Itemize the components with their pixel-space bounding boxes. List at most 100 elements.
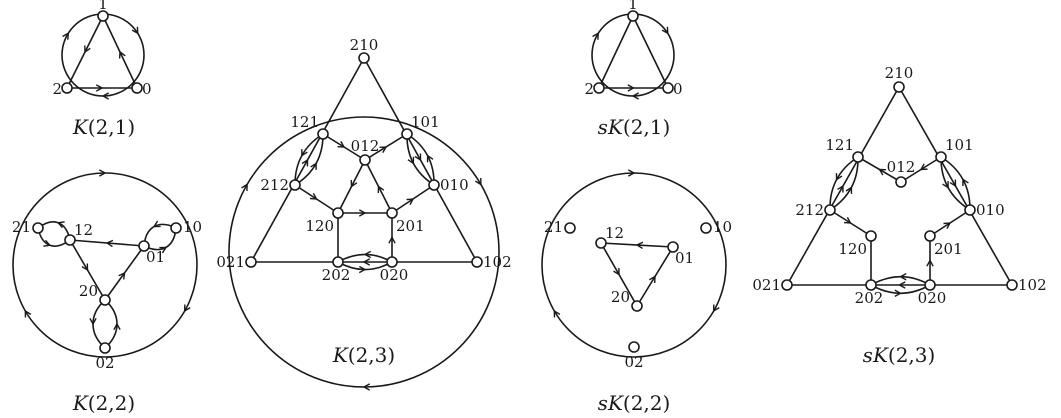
circle-arrow <box>101 92 110 100</box>
edge-arrow <box>878 168 887 176</box>
node-label: 1 <box>628 0 638 13</box>
loop-20-02 <box>92 299 106 349</box>
node-label: 021 <box>216 253 245 271</box>
curve-arrow <box>407 156 415 165</box>
curve-arrow <box>835 173 843 181</box>
node-12 <box>595 237 607 249</box>
circle-arrow <box>183 304 191 313</box>
node-121 <box>852 151 864 163</box>
node-012 <box>895 176 907 188</box>
loop-arrow <box>56 221 65 229</box>
node-2 <box>61 82 73 94</box>
edge-arrow <box>379 146 388 153</box>
caption-args: (2,3) <box>348 343 395 367</box>
edge-arrow <box>649 275 656 284</box>
edge-arrow <box>358 209 367 217</box>
edge-arrow <box>949 179 957 188</box>
caption-name: K <box>332 343 349 367</box>
node-label: 12 <box>74 221 93 239</box>
node-101 <box>401 128 413 140</box>
caption-args: (2,2) <box>88 391 135 415</box>
node-201 <box>924 230 936 242</box>
edge-arrow <box>388 236 396 244</box>
edge-arrow <box>350 179 358 188</box>
curve-arrow <box>899 273 907 281</box>
circle-arrow <box>62 32 70 40</box>
node-10 <box>700 222 712 234</box>
caption-prefix: s <box>598 391 608 415</box>
graph-caption: sK(2,1) <box>598 115 671 139</box>
edge-arrow <box>118 271 126 280</box>
node-202 <box>332 256 344 268</box>
caption-name: K <box>872 343 889 367</box>
node-02 <box>628 341 640 353</box>
edge-arrow <box>898 281 906 289</box>
node-label: 021 <box>752 276 781 294</box>
circle-arrow <box>631 92 640 100</box>
node-012 <box>359 154 371 166</box>
circle-arrow <box>241 183 248 192</box>
node-1 <box>97 10 109 22</box>
circle-arrow <box>474 177 482 186</box>
loop-arrow <box>113 322 121 331</box>
node-label: 020 <box>380 266 409 284</box>
node-label: 101 <box>945 136 974 154</box>
node-121 <box>317 128 329 140</box>
edge-arrow <box>837 184 844 193</box>
circle-arrow <box>592 32 600 40</box>
node-label: 012 <box>887 158 916 176</box>
node-120 <box>865 230 877 242</box>
loop-arrow <box>43 239 52 247</box>
caption-name: K <box>607 391 624 415</box>
graph-sk21: 1 2 0sK(2,1) <box>584 0 682 139</box>
node-label: 21 <box>544 218 563 236</box>
edge-arrow <box>105 239 114 248</box>
node-label: 012 <box>351 137 380 155</box>
edge-arrow <box>843 216 852 224</box>
node-label: 101 <box>411 113 440 131</box>
loop-arrow <box>159 246 168 254</box>
outer-circle <box>541 172 727 358</box>
node-label: 2 <box>584 80 594 98</box>
node-10 <box>170 222 182 234</box>
node-label: 2 <box>52 80 62 98</box>
node-label: 210 <box>350 36 379 54</box>
node-label: 21 <box>12 218 31 236</box>
node-label: 02 <box>95 354 114 372</box>
outer-circle <box>12 172 198 358</box>
graph-caption: K(2,3) <box>332 343 395 367</box>
node-102 <box>471 256 483 268</box>
loop-02-20 <box>104 299 118 349</box>
node-0 <box>662 82 674 94</box>
node-210 <box>893 81 905 93</box>
node-label: 212 <box>260 176 289 194</box>
node-label: 0 <box>673 80 683 98</box>
node-label: 212 <box>795 201 824 219</box>
caption-prefix: s <box>863 343 873 367</box>
node-label: 121 <box>825 136 854 154</box>
node-010 <box>428 179 440 191</box>
circle-arrow <box>362 383 371 391</box>
curve-arrow <box>426 154 434 163</box>
outer-circle <box>61 13 145 97</box>
caption-args: (2,3) <box>888 343 935 367</box>
node-1 <box>627 10 639 22</box>
node-label: 201 <box>396 217 425 235</box>
node-0 <box>131 82 143 94</box>
node-101 <box>935 151 947 163</box>
edge-arrow <box>414 153 422 162</box>
node-label: 121 <box>290 113 319 131</box>
caption-name: K <box>607 115 624 139</box>
node-label: 01 <box>675 249 694 267</box>
curve-arrow <box>962 178 969 186</box>
node-label: 020 <box>918 289 947 307</box>
node-210 <box>358 52 370 64</box>
node-label: 010 <box>440 176 469 194</box>
outer-circle <box>591 13 675 97</box>
curve-arrow <box>942 181 949 189</box>
edge-arrow <box>377 185 385 194</box>
node-label: 10 <box>713 218 732 236</box>
edge-arrow <box>301 158 309 167</box>
